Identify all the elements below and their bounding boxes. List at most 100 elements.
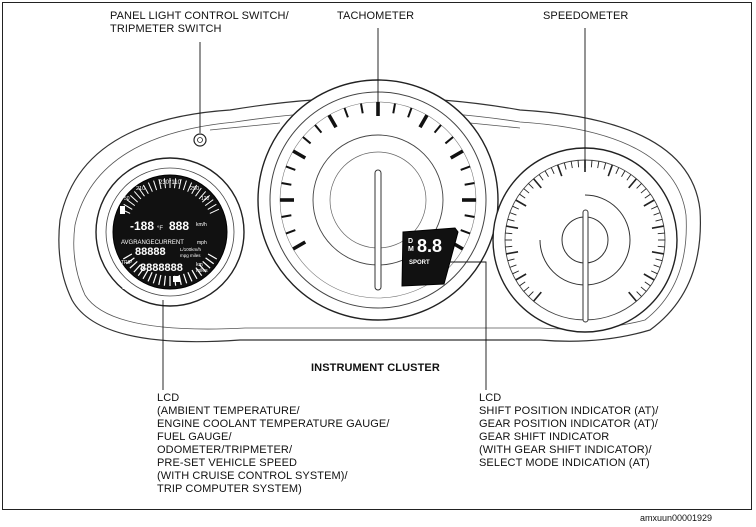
gauge-tick <box>528 183 534 189</box>
gauge-tick <box>505 245 513 248</box>
lcd-temp-top: 230°110 <box>159 180 182 186</box>
gauge-tick <box>198 191 207 200</box>
gauge-tick <box>285 229 296 235</box>
lcd-big-temp: -188 <box>130 219 154 233</box>
lcd-big-temp-unit: °F <box>157 226 163 232</box>
lcd-trip-unit: km <box>196 262 203 268</box>
gauge-tick <box>178 179 182 190</box>
gauge-tick <box>636 291 642 297</box>
gauge-tick <box>628 291 638 302</box>
gauge-tick <box>597 161 600 169</box>
gauge-tick <box>281 214 292 219</box>
gauge-tick <box>644 193 651 199</box>
gauge-tick <box>158 179 162 190</box>
gauge-tick <box>657 245 665 248</box>
gauge-tick <box>509 212 517 216</box>
gauge-tick <box>147 271 153 282</box>
fuel-pump-icon <box>173 276 180 282</box>
gauge-tick <box>607 164 614 177</box>
gauge-tick <box>570 161 573 169</box>
gauge-tick <box>174 178 177 189</box>
gear-sport: SPORT <box>409 260 430 266</box>
gauge-tick <box>550 167 555 175</box>
gauge-tick <box>158 274 162 285</box>
gauge-tick <box>302 136 312 145</box>
lcd-fuel-e: E <box>122 284 127 291</box>
gauge-tick <box>142 269 149 280</box>
lcd-gauge: 230°110 210 250 50 120 -188 °F 888 km/h … <box>95 157 245 307</box>
lcd-trip-label: TRIP <box>121 260 133 266</box>
gauge-tick <box>653 264 661 268</box>
gauge-tick <box>507 258 515 262</box>
gauge-tick <box>532 291 542 302</box>
gauge-tick <box>528 291 534 297</box>
gauge-tick <box>418 114 429 129</box>
gauge-tick <box>628 178 638 189</box>
label-tachometer: TACHOMETER <box>337 10 415 22</box>
gauge-tick <box>655 258 663 262</box>
gauge-tick <box>651 251 664 255</box>
gauge-tick <box>603 162 607 170</box>
gauge-tick <box>544 170 549 178</box>
gauge-tick <box>191 269 198 280</box>
lcd-avg-unit: mph <box>197 240 207 246</box>
gauge-tick <box>407 107 413 118</box>
gauge-tick <box>577 160 580 168</box>
gauge-tick <box>460 165 471 171</box>
gauge-tick <box>207 203 217 210</box>
gauge-tick <box>657 232 665 235</box>
gauge-tick <box>142 184 149 194</box>
gauge-tick <box>314 124 323 134</box>
gauge-tick <box>643 199 655 207</box>
gauge-tick <box>615 167 620 175</box>
panel-light-switch-knob[interactable] <box>193 133 207 147</box>
speedometer-ticks <box>505 160 665 302</box>
gauge-tick <box>464 214 475 219</box>
gauge-tick <box>137 267 145 277</box>
label-panel-switch: PANEL LIGHT CONTROL SWITCH/ TRIPMETER SW… <box>110 10 289 35</box>
gauge-tick <box>126 199 136 207</box>
gauge-tick <box>183 273 188 284</box>
gauge-tick <box>507 218 515 222</box>
gauge-tick <box>512 270 520 275</box>
lcd-odo-unit2: mpg miles <box>180 253 201 258</box>
gauge-tick <box>198 264 207 273</box>
tachometer-needle <box>374 169 382 291</box>
gauge-tick <box>163 178 166 189</box>
gauge-tick <box>191 184 198 194</box>
panel-light-switch-center <box>197 137 203 143</box>
gauge-tick <box>182 180 187 191</box>
gauge-tick <box>147 182 153 192</box>
gauge-tick <box>204 199 214 207</box>
lcd-odo-unit: L/100km/h <box>180 247 202 252</box>
gauge-tick <box>519 281 526 287</box>
gauge-tick <box>449 149 464 160</box>
gauge-tick <box>133 191 142 200</box>
gauge-tick <box>205 257 215 265</box>
gauge-tick <box>556 164 563 177</box>
gauge-tick <box>201 194 211 203</box>
speedometer-gauge <box>492 147 678 333</box>
lcd-fuel-f: F <box>212 284 216 291</box>
gauge-tick <box>512 205 520 210</box>
gauge-tick <box>195 187 202 197</box>
gauge-tick <box>392 103 397 114</box>
gear-letter-m: M <box>408 246 414 253</box>
cluster-bridge-left <box>209 122 281 131</box>
lcd-temp-far-right: 120 <box>201 196 210 202</box>
gauge-tick <box>523 188 530 194</box>
gauge-tick <box>563 162 567 170</box>
gauge-tick <box>444 136 454 145</box>
label-lcd-left: LCD (AMBIENT TEMPERATURE/ ENGINE COOLANT… <box>157 392 390 495</box>
cluster-bridge-right <box>469 122 521 129</box>
gauge-tick <box>523 286 530 292</box>
gauge-tick <box>195 267 203 277</box>
gauge-tick <box>129 194 139 203</box>
lcd-temp-right: 250 <box>190 186 199 192</box>
gauge-tick <box>515 199 527 207</box>
gauge-tick <box>209 208 220 214</box>
gauge-tick <box>202 260 211 269</box>
figure-frame <box>2 2 752 510</box>
gauge-tick <box>129 260 138 269</box>
